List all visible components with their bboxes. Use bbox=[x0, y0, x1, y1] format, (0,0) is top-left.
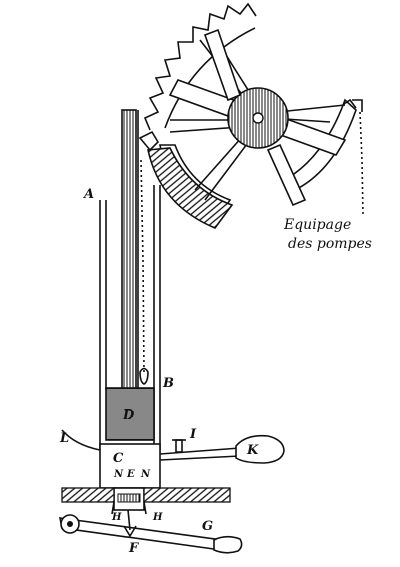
caption: Equipage des pompes bbox=[283, 217, 372, 252]
platform bbox=[61, 487, 231, 503]
label-a: A bbox=[82, 187, 94, 202]
gear-sector bbox=[138, 2, 364, 229]
rod-and-cylinder bbox=[99, 109, 161, 515]
label-n-right: N bbox=[140, 469, 151, 480]
label-g: G bbox=[202, 519, 213, 534]
label-n-left: N bbox=[113, 469, 124, 480]
label-h-left: H bbox=[111, 512, 122, 523]
chain-right bbox=[359, 111, 364, 216]
chain-left bbox=[140, 159, 145, 373]
label-e: E bbox=[126, 469, 135, 480]
label-d: D bbox=[122, 408, 135, 423]
label-f: F bbox=[128, 541, 139, 556]
label-i: I bbox=[189, 427, 197, 442]
label-h-right: H bbox=[152, 512, 163, 523]
sector-rim bbox=[147, 147, 234, 229]
piston bbox=[105, 387, 155, 441]
label-k: K bbox=[246, 443, 259, 458]
label-l: L bbox=[59, 431, 69, 446]
labels: A B D L I K C N E N H H G F bbox=[59, 187, 259, 556]
handle-k bbox=[235, 434, 285, 464]
caption-line-2: des pompes bbox=[288, 236, 372, 252]
label-b: B bbox=[162, 376, 174, 391]
caption-line-1: Equipage bbox=[283, 217, 351, 233]
side-lever bbox=[159, 434, 285, 464]
foot-lever bbox=[58, 509, 243, 554]
rack-rod bbox=[121, 109, 137, 393]
gear-teeth bbox=[143, 2, 257, 131]
base-block bbox=[99, 443, 161, 489]
cord-l bbox=[61, 429, 101, 451]
label-c: C bbox=[113, 451, 124, 466]
